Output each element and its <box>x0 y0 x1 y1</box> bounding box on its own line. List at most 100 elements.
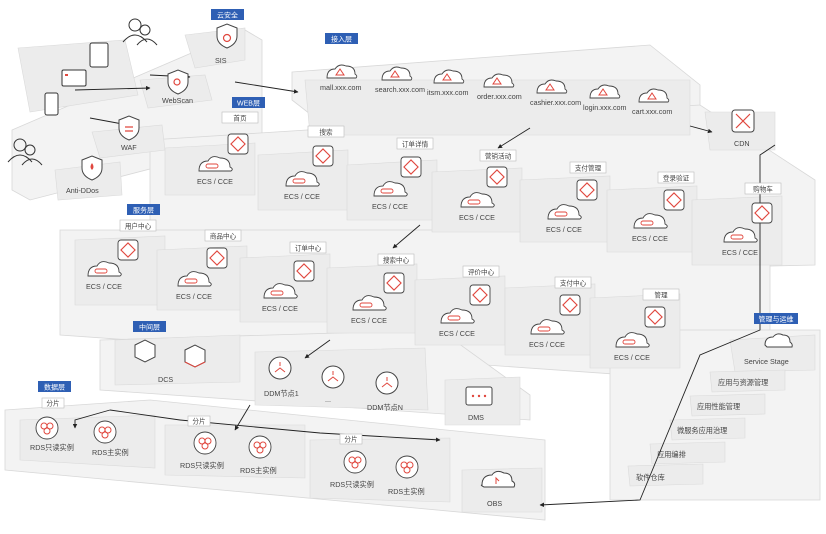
module-tag: 登录验证 <box>657 171 695 184</box>
domain-label: itsm.xxx.com <box>427 88 469 97</box>
user-group-icon-left <box>7 138 43 166</box>
shield-icon-anti-ddos <box>81 155 103 181</box>
cloud-icon <box>536 79 568 94</box>
web-modules: 首页 ECS / CCE 搜索 ECS / CCE 订单详情 ECS / CCE 营销活动 E… <box>197 111 782 257</box>
rds-readonly-label: RDS只读实例 <box>30 443 74 452</box>
cloud-icon <box>381 66 413 81</box>
node-label: ECS / CCE <box>546 225 582 234</box>
shard-tag-text: 分片 <box>46 399 59 408</box>
node-label: ECS / CCE <box>176 292 212 301</box>
domain-label: login.xxx.com <box>583 103 627 112</box>
rds-readonly-label: RDS只读实例 <box>330 480 374 489</box>
dcs-label: DCS <box>158 375 173 384</box>
server-cloud-icon <box>547 204 582 220</box>
phone-icon <box>44 92 59 116</box>
shard-tag: 分片 <box>41 397 65 409</box>
module-name: 搜索中心 <box>383 256 410 265</box>
module-tag: 用户中心 <box>119 219 157 232</box>
cloud-icon <box>589 84 621 99</box>
dcs-icon <box>134 339 206 368</box>
rds-readonly-icon <box>193 431 217 455</box>
diamond-chip-icon <box>663 189 685 211</box>
diamond-chip-icon <box>383 272 405 294</box>
rds-readonly-icon <box>343 450 367 474</box>
diamond-chip-icon <box>227 133 249 155</box>
module-name: 管理 <box>654 291 668 300</box>
ops-item-label: 应用性能管理 <box>697 402 740 411</box>
rds-readonly-icon <box>35 416 59 440</box>
node-label: ECS / CCE <box>632 234 668 243</box>
module-tag: 首页 <box>221 111 259 124</box>
user-group-icon-top <box>122 18 158 46</box>
server-cloud-icon <box>633 213 668 229</box>
rds-master-icon <box>93 420 117 444</box>
server-cloud-icon <box>460 192 495 208</box>
shard-tag-text: 分片 <box>344 435 357 444</box>
tag-security-text: 云安全 <box>217 11 238 20</box>
domain-label: mall.xxx.com <box>320 83 362 92</box>
diamond-chip-icon <box>469 284 491 306</box>
rds-master-icon <box>248 435 272 459</box>
anti-ddos-label: Anti-DDos <box>66 186 99 195</box>
ops-item-label: 应用与资源管理 <box>718 378 768 387</box>
svg-text:接入层: 接入层 <box>331 35 352 44</box>
shield-icon-sis <box>216 23 238 49</box>
module-name: 商品中心 <box>210 232 237 241</box>
server-cloud-icon <box>285 171 320 187</box>
server-cloud-icon <box>440 308 475 324</box>
node-label: ECS / CCE <box>439 329 475 338</box>
search-shield-icon-webscan <box>167 69 189 95</box>
svg-text:数据层: 数据层 <box>44 383 65 392</box>
module-tag: 支付中心 <box>554 276 592 289</box>
server-cloud-icon <box>87 261 122 277</box>
cdn-node <box>731 109 755 133</box>
node-label: ECS / CCE <box>351 316 387 325</box>
server-cloud-icon <box>263 283 298 299</box>
module-name: 登录验证 <box>663 174 690 183</box>
obs-icon <box>480 470 516 488</box>
ops-item-label: 微服务应用治理 <box>677 426 727 435</box>
tag-middleware: 中间层 <box>133 321 166 332</box>
ops-item-label: 应用编排 <box>657 450 686 459</box>
domain-label: search.xxx.com <box>375 85 425 94</box>
node-label: ECS / CCE <box>372 202 408 211</box>
module-tag: 支付管理 <box>569 161 607 174</box>
svg-text:管理与运维: 管理与运维 <box>759 315 794 324</box>
domain-label: cart.xxx.com <box>632 107 672 116</box>
cloud-icon <box>483 73 515 88</box>
webscan-label: WebScan <box>162 96 193 105</box>
node-label: ECS / CCE <box>459 213 495 222</box>
rds-master-label: RDS主实例 <box>240 466 277 475</box>
module-name: 订单中心 <box>295 244 322 253</box>
svg-text:服务层: 服务层 <box>133 206 154 215</box>
ddm-dots-label: ... <box>325 395 331 404</box>
ddm-node-n-icon <box>375 371 399 395</box>
waf-label: WAF <box>121 143 137 152</box>
dms-label: DMS <box>468 413 484 422</box>
ddm-node-mid-icon <box>321 365 345 389</box>
node-label: ECS / CCE <box>284 192 320 201</box>
module-name: 订单详情 <box>402 140 429 149</box>
ops-items: Service Stage应用与资源管理应用性能管理微服务应用治理应用编排软件仓… <box>636 357 789 482</box>
obs-label: OBS <box>487 499 502 508</box>
shard-tag: 分片 <box>339 433 363 445</box>
ops-item-label: Service Stage <box>744 357 789 366</box>
ddm-node-1-icon <box>268 356 292 380</box>
diamond-chip-icon <box>117 239 139 261</box>
server-cloud-icon <box>615 332 650 348</box>
module-tag: 营销活动 <box>479 149 517 162</box>
tag-ops: 管理与运维 <box>754 313 798 324</box>
tag-web: WEB层 <box>232 97 265 108</box>
diamond-chip-icon <box>293 260 315 282</box>
diamond-chip-icon <box>576 179 598 201</box>
module-name: 支付管理 <box>575 164 602 173</box>
module-tag: 管理 <box>642 288 680 301</box>
module-tag: 订单中心 <box>289 241 327 254</box>
diamond-chip-icon <box>559 294 581 316</box>
diamond-chip-icon <box>312 145 334 167</box>
data-shards: 分片RDS只读实例RDS主实例分片RDS只读实例RDS主实例分片RDS只读实例R… <box>30 397 425 496</box>
module-tag: 商品中心 <box>204 229 242 242</box>
module-name: 搜索 <box>319 128 333 137</box>
cdn-label: CDN <box>734 139 750 148</box>
